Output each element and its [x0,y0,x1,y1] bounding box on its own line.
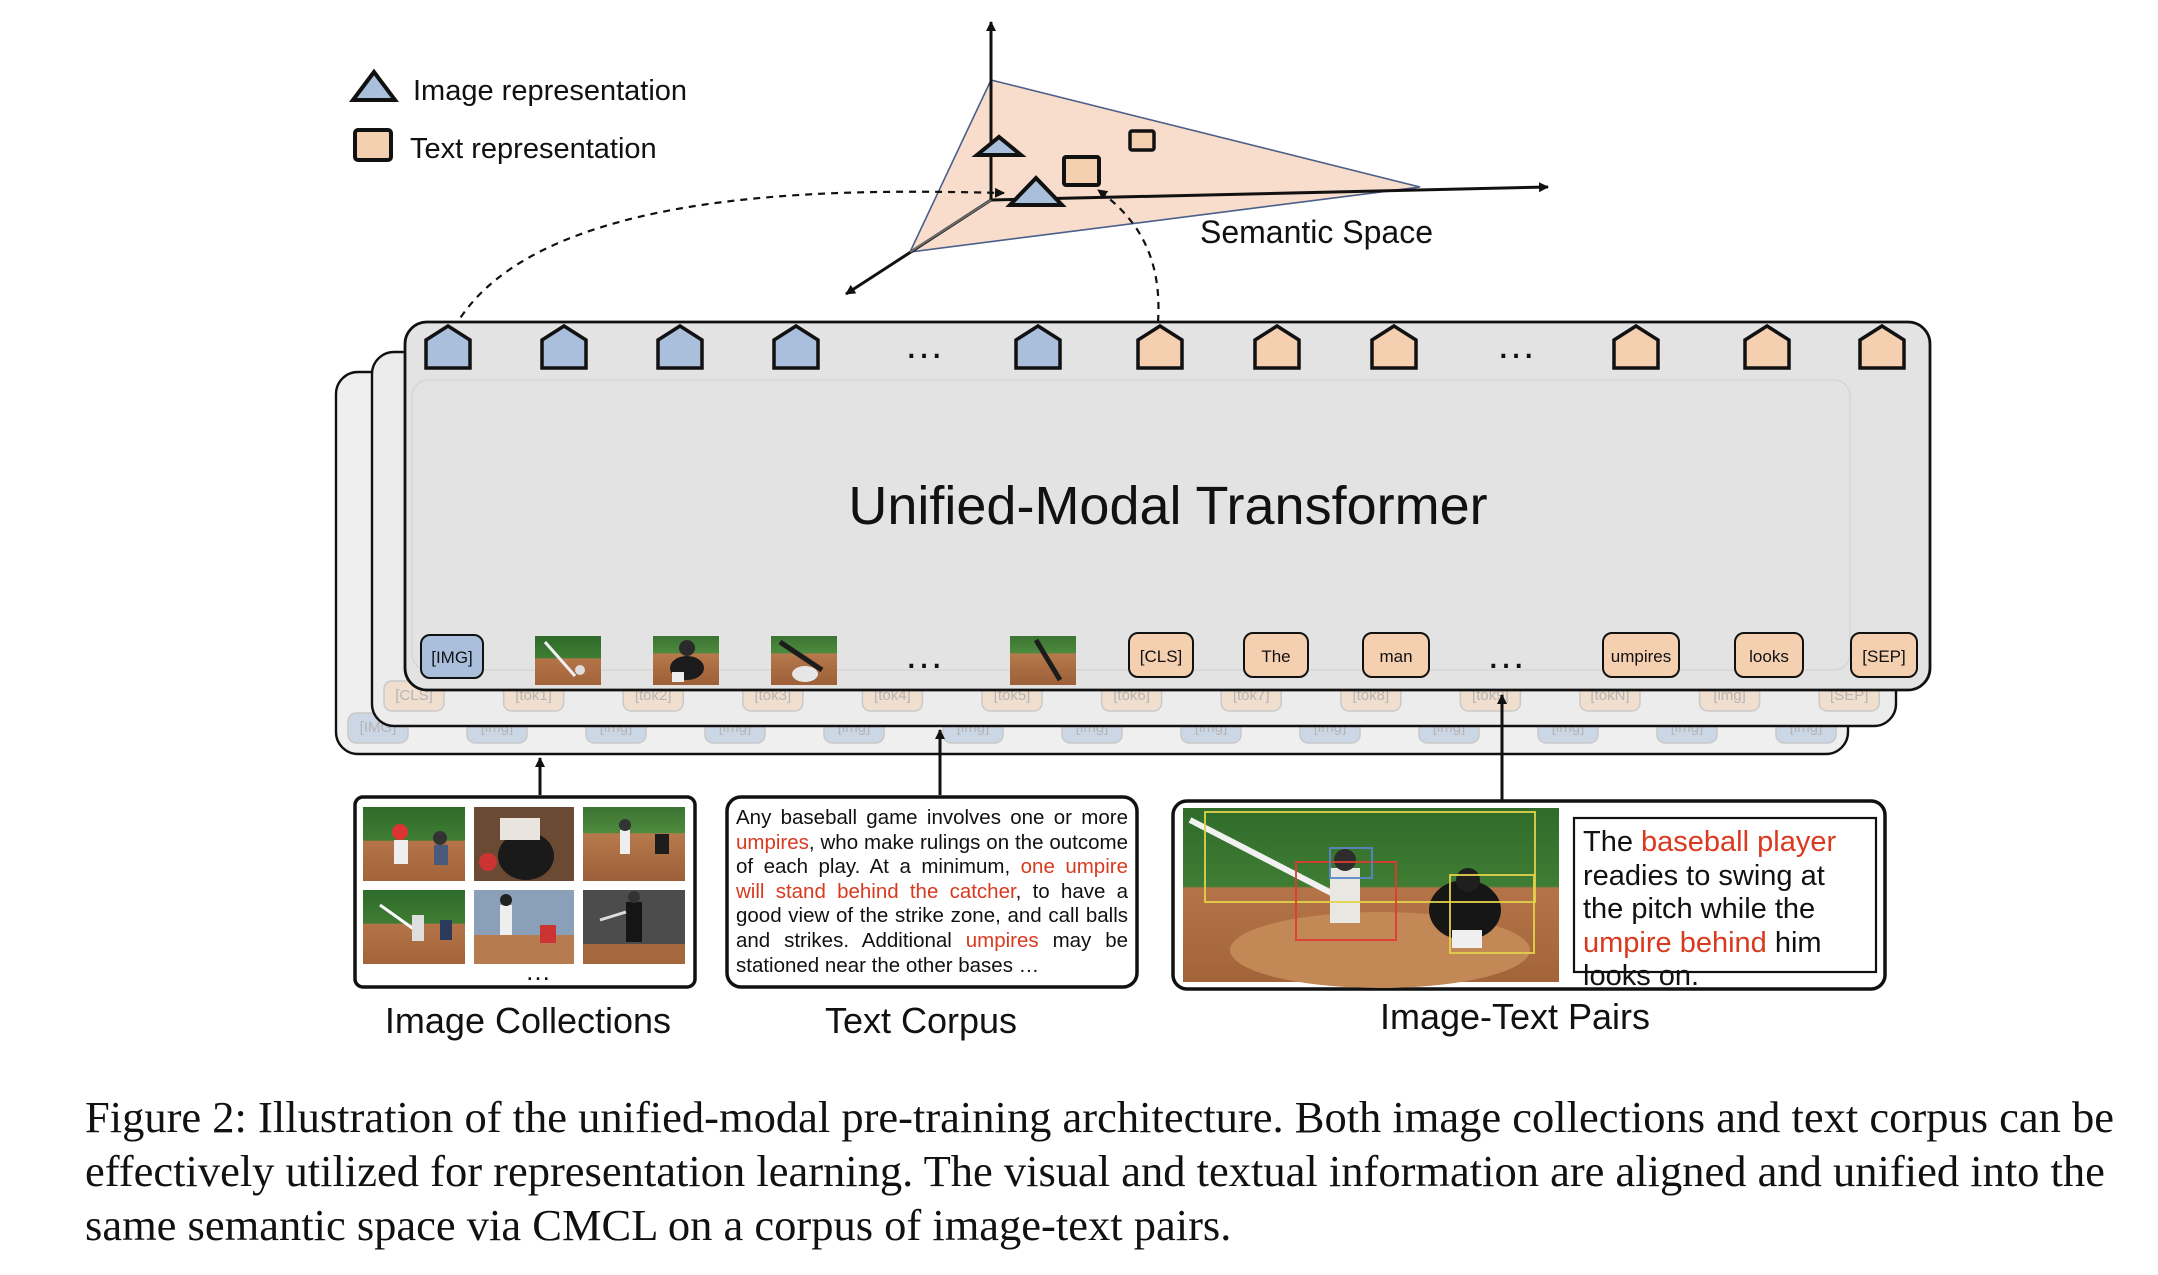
token-man-box [1362,632,1430,678]
semantic-plane [908,79,1421,253]
highlighted-phrase: one umpire will stand behind the catcher [736,855,1128,903]
legend-image-triangle-icon [349,68,399,102]
output-token-pentagon-icon [540,323,588,370]
collections-dots: … [525,956,551,986]
text-span: , who make rulings on the outcome of eac… [736,830,1128,879]
token-looks-box [1734,632,1804,678]
token-img-box [420,634,484,679]
output-token-pentagon-icon [656,323,704,370]
image-connector-dashed [446,187,1005,341]
text-span: The [1583,826,1642,858]
text-corpus-body: Any baseball game involves one or more u… [736,806,1128,978]
semantic-space-label: Semantic Space [1200,214,1433,250]
token-cls-box [1128,632,1194,678]
collection-photo [363,890,465,964]
image-patch-token [535,636,601,685]
output-token-pentagon-icon [424,323,472,370]
output-dots-image: … [904,323,944,367]
input-dots-text: … [1486,633,1526,677]
token-sep-label: [SEP] [1862,647,1905,666]
image-point-triangle-icon [1005,175,1067,207]
pair-caption-box [1572,816,1878,974]
transformer-title: Unified-Modal Transformer [848,476,1487,536]
faded-token-label: [CLS] [395,687,433,704]
image-point-triangle-icon [971,134,1027,157]
image-text-pairs-label: Image-Text Pairs [1380,996,1650,1037]
bbox-red [1295,861,1397,941]
image-patch-token [653,636,719,685]
output-token-pentagon-icon [1014,323,1062,370]
token-man-label: man [1379,647,1412,666]
image-collections-panel: … [353,795,697,989]
highlighted-phrase: umpires [965,928,1039,952]
transformer-stack: [IMG][img][img][img][img][img][img][img]… [334,320,1932,756]
output-token-pentagon-icon [1612,323,1660,370]
collection-photo [583,890,685,964]
figure-caption: Figure 2: Illustration of the unified-mo… [85,1092,2115,1250]
text-connector-dashed [1097,189,1160,323]
plane-edge [909,199,992,253]
highlighted-phrase: umpires [736,830,809,854]
input-dots: … [904,633,944,677]
legend: Image representation Text representation [349,68,687,165]
legend-text-label: Text representation [410,133,657,165]
highlighted-phrase: umpire behind [1583,926,1767,959]
output-dots-text: … [1496,323,1536,367]
text-span: him looks on. [1583,926,1822,993]
output-token-pentagon-icon [772,323,820,370]
output-token-pentagon-icon [1253,323,1301,370]
transformer-layer-front [403,320,1932,692]
semantic-space: Semantic Space [845,21,1549,296]
collection-photo [474,807,574,881]
token-sep-box [1850,632,1918,678]
text-corpus-label: Text Corpus [825,1000,1017,1041]
bbox-yellow-umpire [1449,874,1535,954]
text-corpus-panel [725,795,1139,989]
output-token-pentagon-icon [1858,323,1906,370]
text-point-square-icon [1128,129,1156,152]
bbox-blue [1329,847,1373,879]
output-token-pentagon-icon [1743,323,1791,370]
legend-text-square-icon [353,128,393,162]
output-token-pentagon-icon [1136,323,1184,370]
token-umpires-box [1602,632,1680,678]
token-img-label: [IMG] [431,648,473,667]
text-span: , to have a good view of the strike zone… [736,879,1128,952]
text-point-square-icon [1062,155,1101,187]
token-looks-label: looks [1749,647,1789,666]
text-span: Any baseball game involves one or more [736,806,1128,829]
token-the-label: The [1261,647,1290,666]
image-patch-token [771,636,837,685]
output-token-pentagon-icon [1370,323,1418,370]
image-collections-label: Image Collections [385,1000,671,1041]
collection-photo [583,807,685,881]
text-span: may be stationed near the other bases … [736,928,1129,977]
legend-image-label: Image representation [413,75,687,107]
axis-y [990,182,1549,202]
pair-photo [1183,808,1559,988]
image-text-pairs-panel [1171,799,1887,991]
collection-photo [474,890,574,964]
collection-photo [363,807,465,881]
token-umpires-label: umpires [1611,647,1671,666]
input-token-row: [IMG] … [420,632,1918,685]
bbox-yellow [1204,811,1536,903]
text-span: readies to swing at the pitch while the [1583,859,1825,926]
token-cls-label: [CLS] [1140,647,1183,666]
image-patch-token [1010,636,1076,685]
pair-caption-text: The baseball player readies to swing at … [1583,826,1873,994]
highlighted-phrase: baseball player [1641,826,1837,858]
token-the-box [1243,632,1309,678]
output-representations [424,323,1906,370]
